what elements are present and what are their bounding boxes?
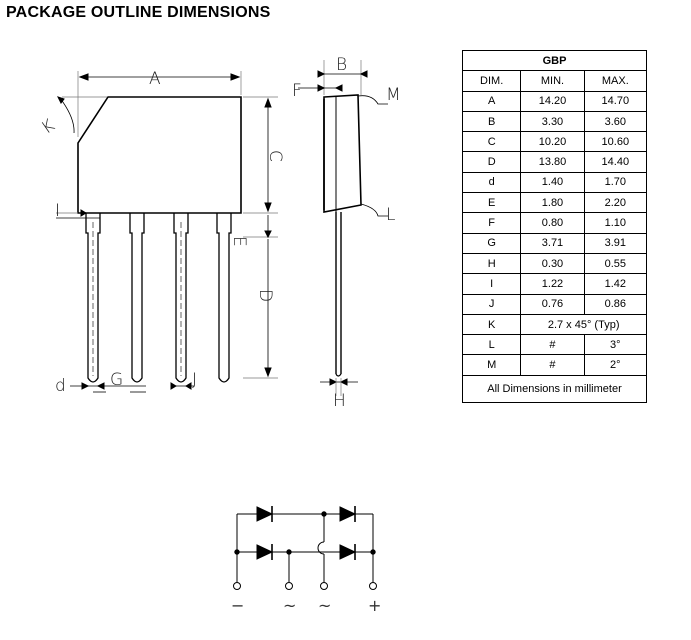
dim-label-d-lower: d [55, 376, 66, 396]
row-min: # [520, 334, 585, 356]
row-max: 1.10 [583, 212, 648, 234]
row-dim: A [461, 90, 522, 112]
row-dim: d [461, 171, 522, 194]
row-min: 10.20 [520, 131, 585, 153]
row-min: 0.30 [520, 252, 585, 275]
row-max: 14.70 [583, 90, 648, 112]
row-dim: F [461, 212, 522, 234]
row-k-value: 2.7 x 45° (Typ) [520, 313, 647, 336]
row-min: 1.22 [520, 273, 585, 295]
dim-label-f: F [292, 81, 302, 101]
row-max: 2° [583, 354, 648, 376]
dim-label-e: E [229, 236, 249, 247]
symbol-ac-2: ~ [318, 596, 332, 615]
row-dim: M [461, 354, 522, 376]
row-max: 3.91 [583, 232, 648, 254]
table-header-row: DIM. MIN. MAX. [461, 70, 648, 92]
row-dim: D [461, 151, 522, 173]
row-dim: L [461, 334, 522, 356]
table-footer: All Dimensions in millimeter [462, 374, 647, 403]
symbol-positive: + [368, 596, 382, 615]
row-min: 1.40 [520, 171, 585, 194]
package-header: GBP [462, 49, 647, 72]
header-max: MAX. [583, 70, 648, 92]
dim-label-i: I [55, 201, 60, 221]
dim-label-b: B [336, 55, 347, 75]
table-row: K 2.7 x 45° (Typ) [461, 313, 647, 336]
row-max: 3° [583, 334, 648, 356]
dim-label-m: M [386, 85, 401, 105]
row-max: 1.70 [583, 171, 648, 194]
dim-label-h: H [333, 391, 346, 411]
row-min: 1.80 [520, 192, 585, 214]
row-max: 3.60 [583, 110, 648, 133]
dim-label-c: C [265, 150, 285, 162]
row-max: 0.86 [583, 293, 648, 315]
row-dim: K [461, 313, 522, 336]
row-dim: J [461, 293, 522, 315]
page-title: PACKAGE OUTLINE DIMENSIONS [6, 4, 271, 21]
row-dim: C [461, 131, 522, 153]
dim-label-d: D [255, 289, 275, 302]
dim-label-l: L [386, 205, 395, 225]
row-min: 14.20 [520, 90, 585, 112]
row-min: # [520, 354, 585, 376]
row-dim: H [461, 252, 522, 275]
row-min: 0.80 [520, 212, 585, 234]
row-dim: I [461, 273, 522, 295]
header-dim: DIM. [461, 70, 522, 92]
row-dim: E [461, 192, 522, 214]
row-max: 14.40 [583, 151, 648, 173]
dim-label-j: J [192, 370, 197, 390]
row-dim: B [461, 110, 522, 133]
row-dim: G [461, 232, 522, 254]
row-min: 3.71 [520, 232, 585, 254]
row-max: 0.55 [583, 252, 648, 275]
dim-label-a: A [149, 69, 161, 89]
header-min: MIN. [520, 70, 585, 92]
dim-label-g: G [110, 370, 123, 390]
row-min: 13.80 [520, 151, 585, 173]
table-row: M#2° [461, 354, 648, 376]
row-max: 1.42 [583, 273, 648, 295]
row-max: 2.20 [583, 192, 648, 214]
symbol-ac-1: ~ [283, 596, 297, 615]
row-max: 10.60 [583, 131, 648, 153]
symbol-negative: − [231, 596, 245, 615]
row-min: 0.76 [520, 293, 585, 315]
dim-label-k: K [38, 116, 59, 139]
table-row: L#3° [461, 334, 648, 356]
bridge-rectifier-schematic [233, 506, 377, 590]
row-min: 3.30 [520, 110, 585, 133]
